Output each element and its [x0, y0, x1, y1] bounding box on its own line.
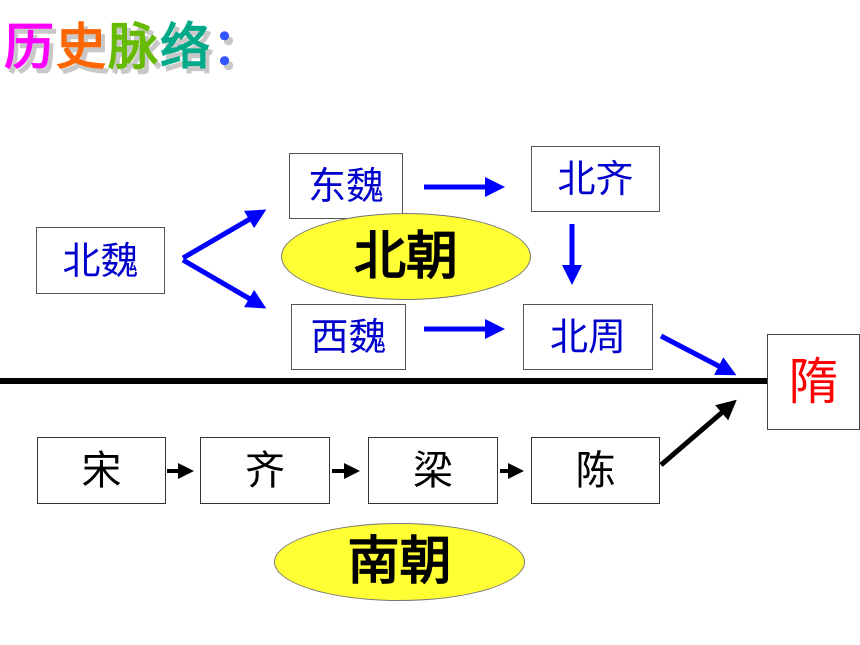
title-char: 络	[160, 18, 212, 76]
arrow-beiwei-to-dongwei	[181, 209, 267, 261]
arrow-beiwei-to-xiwei	[181, 257, 267, 309]
node-beizhou: 北周	[523, 304, 653, 370]
node-xiwei: 西魏	[291, 304, 406, 370]
title-char: 脉	[108, 18, 160, 76]
node-chen: 陈	[531, 437, 660, 504]
node-beiwei: 北魏	[36, 227, 165, 294]
node-dongwei: 东魏	[289, 153, 403, 219]
arrow-chen-to-sui	[659, 399, 737, 467]
page-title: 历史脉络：	[4, 22, 264, 72]
node-sui: 隋	[767, 334, 860, 430]
title-char: ：	[212, 18, 264, 76]
node-song: 宋	[37, 437, 166, 504]
node-qi: 齐	[200, 437, 330, 504]
node-liang: 梁	[368, 437, 498, 504]
title-char: 史	[56, 18, 108, 76]
north-dynasty-label: 北朝	[281, 213, 531, 300]
node-beiqi: 北齐	[531, 146, 660, 212]
title-char: 历	[4, 18, 56, 76]
arrow-beizhou-to-sui	[659, 333, 737, 376]
south-dynasty-label: 南朝	[274, 523, 525, 601]
